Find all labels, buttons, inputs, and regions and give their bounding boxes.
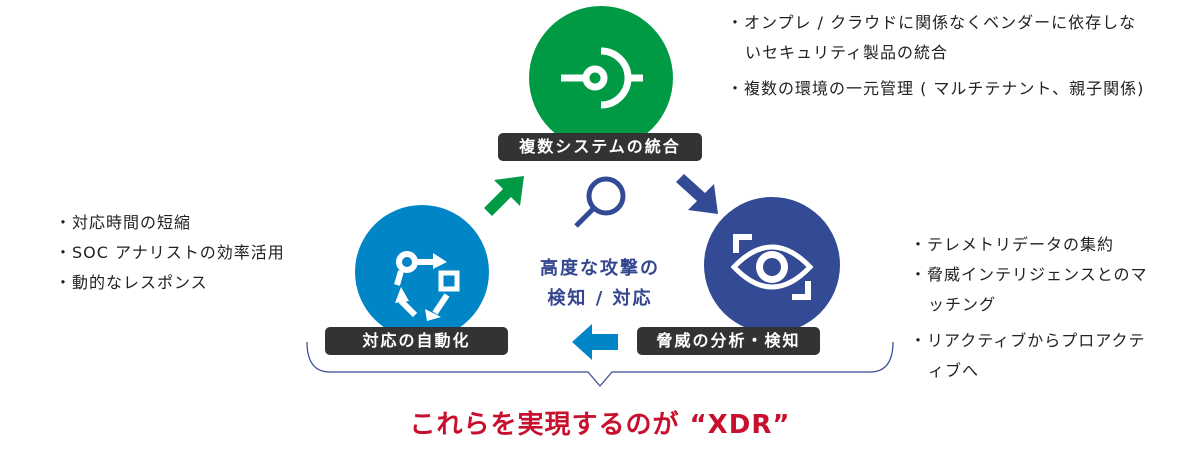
integration-circle — [529, 6, 673, 150]
bullet-item: ・オンプレ / クラウドに関係なくベンダーに依存しないセキュリティ製品の統合 — [727, 13, 1137, 62]
automation-circle — [355, 205, 489, 339]
bullets-top-right: ・オンプレ / クラウドに関係なくベンダーに依存しないセキュリティ製品の統合 ・… — [727, 8, 1147, 104]
bullet-item: ・リアクティブからプロアクティブへ — [910, 331, 1146, 380]
arrow-down-right-icon — [676, 174, 718, 214]
integration-label: 複数システムの統合 — [498, 133, 702, 161]
arrow-up-right-icon — [484, 176, 524, 216]
bullet-item: ・SOC アナリストの効率活用 — [55, 243, 285, 262]
bullets-right: ・テレメトリデータの集約 ・脅威インテリジェンスとのマッチング ・リアクティブか… — [910, 230, 1150, 386]
analysis-circle — [704, 197, 840, 333]
brace — [306, 341, 894, 387]
automation-cycle-icon — [394, 251, 460, 321]
bullet-item: ・テレメトリデータの集約 — [910, 235, 1115, 254]
integration-icon — [561, 47, 643, 109]
bullet-item: ・対応時間の短縮 — [55, 213, 192, 232]
bullet-item: ・動的なレスポンス — [55, 273, 208, 292]
bullet-item: ・複数の環境の一元管理 ( マルチテナント、親子関係) — [727, 79, 1145, 98]
automation-label: 対応の自動化 — [325, 327, 508, 355]
center-line-2: 検知 / 対応 — [547, 288, 653, 309]
analysis-label: 脅威の分析・検知 — [637, 327, 820, 355]
bullets-left: ・対応時間の短縮 ・SOC アナリストの効率活用 ・動的なレスポンス — [55, 208, 335, 298]
arrow-left-icon — [572, 324, 618, 360]
center-line-1: 高度な攻撃の — [540, 258, 660, 279]
eye-icon — [730, 234, 814, 300]
magnifier-icon — [574, 176, 626, 228]
conclusion-text: これらを実現するのが “XDR” — [409, 410, 791, 440]
bullet-item: ・脅威インテリジェンスとのマッチング — [910, 265, 1148, 314]
